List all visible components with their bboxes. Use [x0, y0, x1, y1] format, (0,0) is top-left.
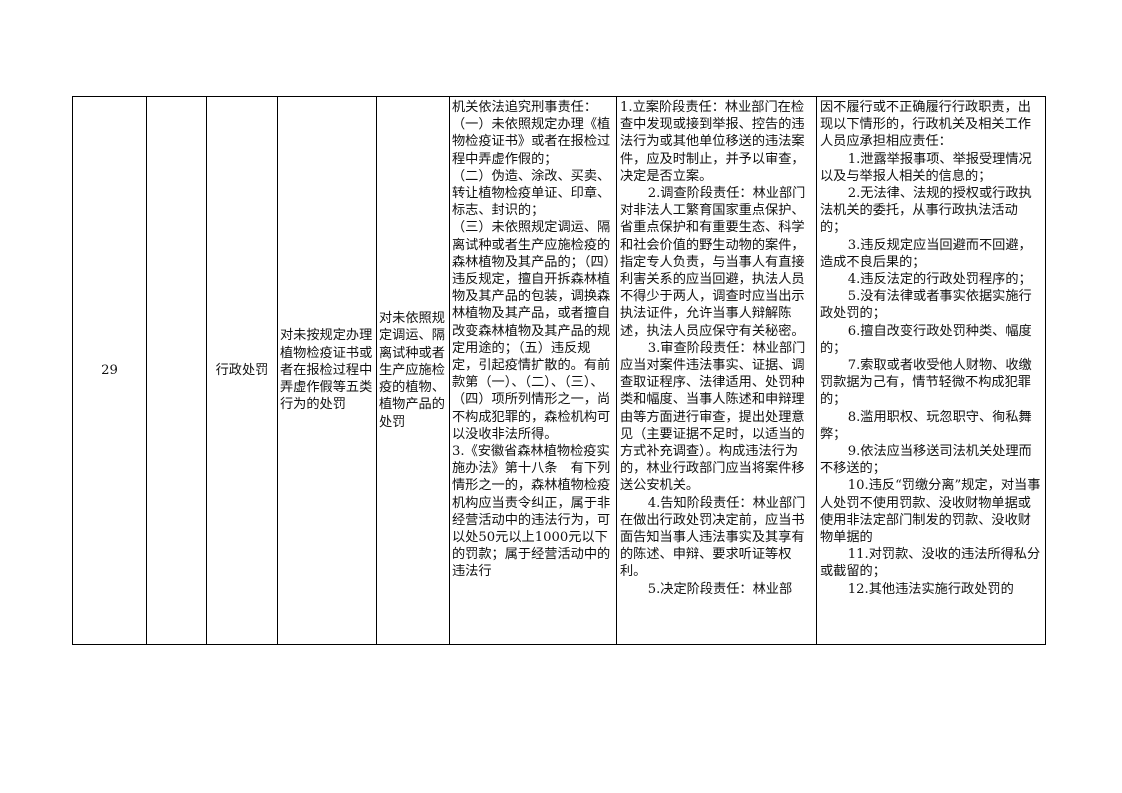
col-border-9 — [1045, 96, 1046, 645]
accountability-cell: 因不履行或不正确履行行政职责，出现以下情形的，行政机关及相关工作人员应承担相应责… — [820, 97, 1043, 644]
accountability-item: 7.索取或者收受他人财物、收缴罚款据为己有，情节轻微不构成犯罪的； — [820, 358, 1032, 408]
accountability-item: 10.违反“罚缴分离”规定，对当事人处罚不使用罚款、没收财物单据或使用非法定部门… — [820, 478, 1041, 546]
col-border-2 — [146, 96, 147, 645]
responsibility-para: 2.调查阶段责任：林业部门对非法人工繁育国家重点保护、省重点保护和有重要生态、科… — [620, 186, 806, 339]
accountability-item: 9.依法应当移送司法机关处理而不移送的； — [820, 444, 1032, 477]
sub-item-text: 对未依照规定调运、隔离试种或者生产应施检疫的植物、植物产品的处罚 — [379, 311, 445, 430]
col-border-4 — [277, 96, 278, 645]
accountability-item: 6.擅自改变行政处罚种类、幅度的； — [820, 323, 1032, 356]
responsibility-para: 5.决定阶段责任：林业部 — [647, 581, 793, 597]
sub-item-cell: 对未依照规定调运、隔离试种或者生产应施检疫的植物、植物产品的处罚 — [379, 97, 447, 644]
row-number-cell: 29 — [73, 97, 146, 644]
col-border-1 — [72, 96, 73, 645]
accountability-item: 12.其他违法实施行政处罚的 — [847, 581, 1014, 597]
accountability-item: 2.无法律、法规的授权或行政执法机关的委托，从事行政执法活动的； — [820, 186, 1032, 236]
accountability-item: 5.没有法律或者事实依据实施行政处罚的； — [820, 289, 1032, 322]
basis-line: 机关依法追究刑事责任： — [452, 100, 598, 115]
accountability-item: 8.滥用职权、玩忽职守、徇私舞弊； — [820, 409, 1032, 442]
responsibility-para: 3.审查阶段责任：林业部门应当对案件违法事实、证据、调查取证程序、法律适用、处罚… — [620, 340, 806, 494]
responsibility-para: 1.立案阶段责任：林业部门在检查中发现或接到举报、控告的违法行为或其他单位移送的… — [620, 100, 805, 184]
col-border-3 — [206, 96, 207, 645]
category-cell: 行政处罚 — [207, 97, 277, 644]
category-text: 行政处罚 — [215, 362, 269, 378]
col-border-5 — [376, 96, 377, 645]
empty-cell — [147, 97, 206, 644]
col-border-8 — [816, 96, 817, 645]
col-border-7 — [616, 96, 617, 645]
table-top-border — [72, 96, 1046, 97]
accountability-item: 3.违反规定应当回避而不回避，造成不良后果的； — [820, 237, 1032, 270]
item-name-cell: 对未按规定办理植物检疫证书或者在报检过程中弄虚作假等五类行为的处罚 — [280, 97, 374, 644]
accountability-intro: 因不履行或不正确履行行政职责，出现以下情形的，行政机关及相关工作人员应承担相应责… — [820, 100, 1031, 150]
accountability-item: 4.违反法定的行政处罚程序的； — [847, 272, 1032, 288]
legal-basis-cell: 机关依法追究刑事责任： （一）未依照规定办理《植物检疫证书》或者在报检过程中弄虚… — [452, 97, 615, 644]
responsibility-para: 4.告知阶段责任：林业部门在做出行政处罚决定前，应当书面告知当事人违法事实及其享… — [620, 495, 806, 580]
responsibility-cell: 1.立案阶段责任：林业部门在检查中发现或接到举报、控告的违法行为或其他单位移送的… — [620, 97, 814, 644]
basis-line: （二）伪造、涂改、买卖、转让植物检疫单证、印章、标志、封识的； — [452, 168, 611, 219]
basis-line: （三）未依照规定调运、隔离试种或者生产应施检疫的森林植物及其产品的；（四）违反规… — [452, 220, 611, 442]
accountability-item: 1.泄露举报事项、举报受理情况以及与举报人相关的信息的； — [820, 151, 1032, 184]
item-name-text: 对未按规定办理植物检疫证书或者在报检过程中弄虚作假等五类行为的处罚 — [280, 328, 373, 413]
col-border-6 — [449, 96, 450, 645]
basis-line: 3.《安徽省森林植物检疫实施办法》第十八条 有下列情形之一的，森林植物检疫机构应… — [452, 444, 611, 580]
accountability-item: 11.对罚款、没收的违法所得私分或截留的； — [820, 547, 1041, 580]
row-number: 29 — [101, 362, 118, 378]
basis-line: （一）未依照规定办理《植物检疫证书》或者在报检过程中弄虚作假的； — [452, 117, 611, 167]
table-bottom-border — [72, 644, 1046, 645]
